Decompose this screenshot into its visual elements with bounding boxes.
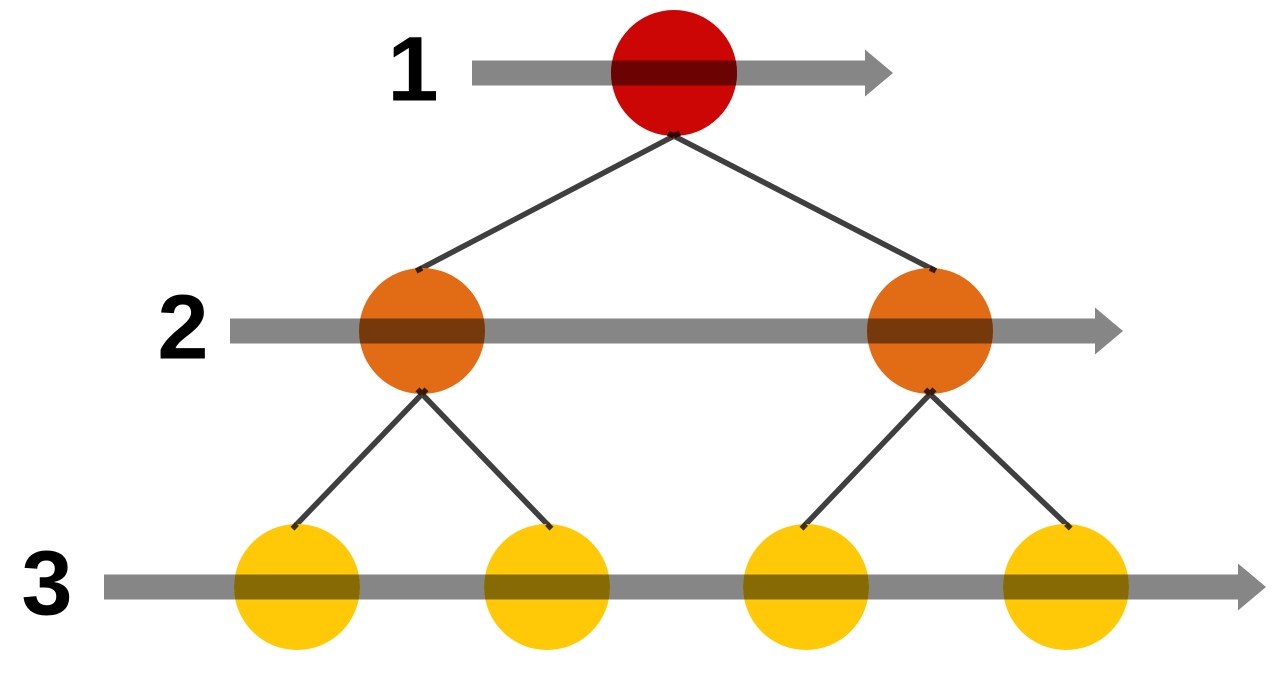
connector-line <box>923 387 1073 531</box>
connector-tip <box>545 522 554 531</box>
connector-line <box>414 130 682 274</box>
level-2-label: 2 <box>157 276 208 379</box>
connector-tip <box>290 522 299 531</box>
connector-line <box>799 387 937 531</box>
connector-tip <box>923 387 932 396</box>
connector-tip <box>928 265 938 274</box>
connector-line <box>666 130 938 274</box>
level-3-label: 3 <box>21 532 72 635</box>
arrow-node-overlap <box>743 574 869 600</box>
level-3-arrow <box>104 563 1266 611</box>
connector-line <box>290 387 429 531</box>
connector-tip <box>414 265 424 274</box>
connector-line <box>415 387 554 531</box>
connector-tip <box>672 130 682 139</box>
connector-tip <box>1064 522 1073 531</box>
arrow-node-overlap <box>611 60 737 86</box>
connector-tip <box>799 522 808 531</box>
arrow-node-overlap <box>234 574 360 600</box>
arrow-node-overlap <box>867 318 993 344</box>
level-1-label: 1 <box>387 18 438 121</box>
connector-tip <box>415 387 424 396</box>
arrow-node-overlap <box>359 318 485 344</box>
arrow-node-overlap <box>484 574 610 600</box>
connector-tip <box>666 130 676 139</box>
arrow-node-overlap <box>1003 574 1129 600</box>
